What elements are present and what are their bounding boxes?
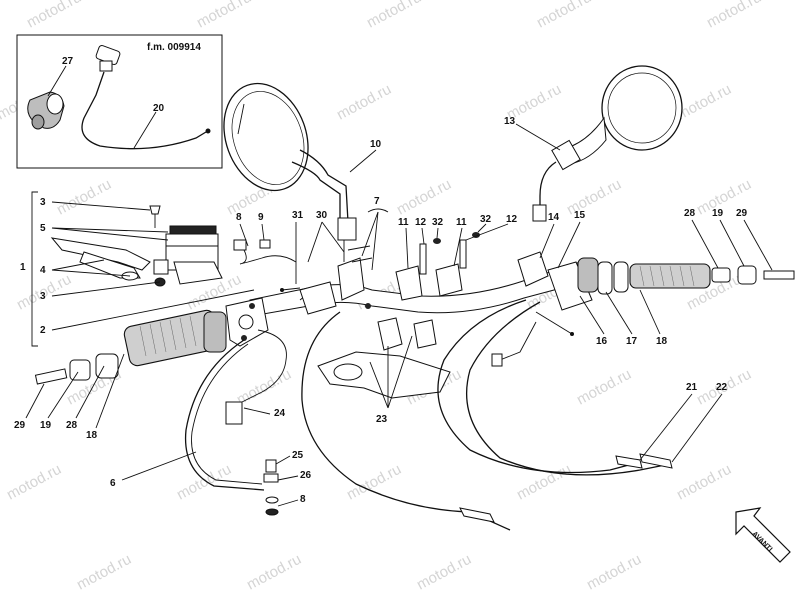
- watermark-text: motod.ru: [674, 461, 734, 504]
- watermark-text: motod.ru: [394, 176, 454, 219]
- part-number: 16: [596, 336, 608, 347]
- part-number: 11: [456, 217, 467, 228]
- inset-frame-label: f.m. 009914: [147, 42, 201, 53]
- part-number: 31: [292, 210, 304, 221]
- part-number: 2: [40, 325, 46, 336]
- riser-clamps: 11 12 32 11 32 12: [395, 214, 518, 301]
- inset-frame: f.m. 009914 27 20: [16, 34, 223, 169]
- part-number: 4: [40, 265, 46, 276]
- direction-arrow-icon: AVANTI: [735, 507, 791, 563]
- part-number: 29: [736, 208, 748, 219]
- part-number: 26: [300, 470, 312, 481]
- watermark-text: motod.ru: [574, 366, 634, 409]
- part-number: 24: [274, 408, 286, 419]
- part-number: 19: [712, 208, 724, 219]
- part-number: 8: [300, 494, 306, 505]
- watermark-text: motod.ru: [334, 81, 394, 124]
- brake-master-cylinder: [50, 205, 297, 287]
- part-number: 18: [86, 430, 98, 441]
- mirror-right-13: 13: [504, 65, 683, 222]
- lower-callouts: 24 6 25 26 8 21 22: [110, 382, 728, 507]
- lower-left-callouts: 29 19 28 18: [14, 353, 125, 441]
- part-number: 3: [40, 197, 46, 208]
- watermark-text: motod.ru: [564, 176, 624, 219]
- watermark-text: motod.ru: [234, 366, 294, 409]
- left-grip-assembly: [34, 297, 269, 385]
- watermark-text: motod.ru: [514, 461, 574, 504]
- part-number: 6: [110, 478, 116, 489]
- lower-clamp-23: 23: [317, 317, 451, 425]
- cover-cap-27: [27, 91, 65, 130]
- part-number: 14: [548, 212, 560, 223]
- part-number: 13: [504, 116, 516, 127]
- part-number: 9: [258, 212, 264, 223]
- part-number: 17: [626, 336, 638, 347]
- part-number: 3: [40, 291, 46, 302]
- right-grip-assembly: 14 15 16 17 18 28 19 29: [517, 208, 795, 347]
- bracket-group-1: 1: [20, 191, 38, 347]
- part-number: 28: [684, 208, 696, 219]
- part-number: 30: [316, 210, 328, 221]
- watermark-text: motod.ru: [364, 0, 424, 32]
- part-number: 12: [506, 214, 518, 225]
- part-number: 28: [66, 420, 78, 431]
- part-number: 5: [40, 223, 46, 234]
- part-number: 10: [370, 139, 382, 150]
- part-number: 23: [376, 414, 388, 425]
- watermark-text: motod.ru: [174, 461, 234, 504]
- left-callouts: 3 5 4 3 2 8 9: [40, 197, 265, 336]
- part-number: 19: [40, 420, 52, 431]
- cable-20: [81, 45, 211, 150]
- part-number: 15: [574, 210, 586, 221]
- watermark-text: motod.ru: [244, 551, 304, 594]
- part-number: 25: [292, 450, 304, 461]
- watermark-text: motod.ru: [584, 551, 644, 594]
- watermark-text: motod.ru: [674, 81, 734, 124]
- center-clamps: 31 30 7: [280, 196, 389, 315]
- part-number: 32: [432, 217, 444, 228]
- mirror-left-10: 10: [223, 82, 382, 262]
- watermark-text: motod.ru: [4, 461, 64, 504]
- part-number: 11: [398, 217, 409, 228]
- part-number: 1: [20, 262, 26, 273]
- watermark-text: motod.ru: [194, 0, 254, 32]
- part-number: 12: [415, 217, 427, 228]
- part-number: 29: [14, 420, 26, 431]
- part-number: 18: [656, 336, 668, 347]
- watermark-text: motod.ru: [414, 551, 474, 594]
- control-cables: [184, 299, 673, 531]
- watermark-text: motod.ru: [704, 0, 764, 32]
- part-number: 8: [236, 212, 242, 223]
- part-number: 21: [686, 382, 698, 393]
- part-number: 7: [374, 196, 380, 207]
- watermark-text: motod.ru: [74, 551, 134, 594]
- part-number: 27: [62, 56, 74, 67]
- part-number: 32: [480, 214, 492, 225]
- part-number: 22: [716, 382, 728, 393]
- part-number: 20: [153, 103, 165, 114]
- watermark-text: motod.ru: [534, 0, 594, 32]
- watermark-text: motod.ru: [54, 176, 114, 219]
- watermark-text: motod.ru: [24, 0, 84, 32]
